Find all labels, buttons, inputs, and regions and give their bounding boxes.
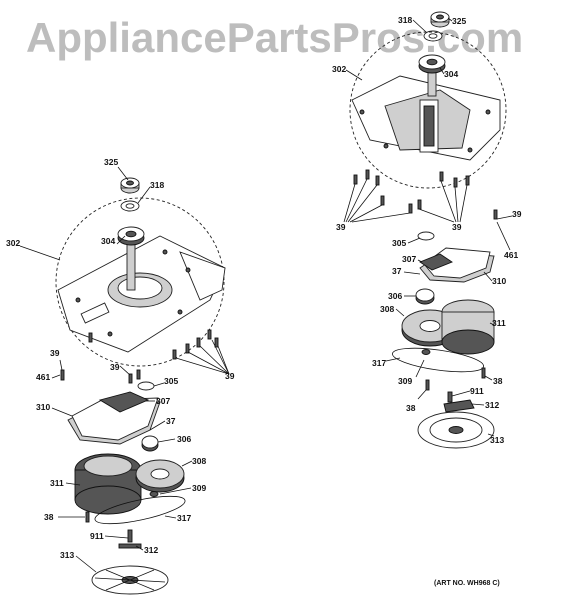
right-part-38-screw [425, 379, 430, 391]
callout-38: 38 [493, 376, 503, 386]
callout-312: 312 [144, 545, 158, 555]
callout-307: 307 [156, 396, 170, 406]
left-assembly [55, 177, 226, 595]
right-part-311-motor [441, 299, 495, 355]
callout-304: 304 [101, 236, 115, 246]
callout-461: 461 [504, 250, 518, 260]
right-callouts: 318 325 302 304 39 39 39 305 461 307 37 … [332, 15, 522, 445]
left-part-313-fan [91, 565, 169, 595]
left-part-312-bracket [118, 529, 142, 549]
callout-308: 308 [192, 456, 206, 466]
callout-39: 39 [110, 362, 120, 372]
left-part-305-clip [137, 381, 155, 391]
right-part-318-washer [423, 30, 443, 42]
left-part-38-screw [85, 511, 90, 523]
right-part-305-clip [417, 231, 435, 241]
callout-39: 39 [50, 348, 60, 358]
callout-310: 310 [492, 276, 506, 286]
callout-313: 313 [490, 435, 504, 445]
callout-318: 318 [150, 180, 164, 190]
callout-313: 313 [60, 550, 74, 560]
right-screws-39 [353, 169, 498, 220]
left-detail-circle-302 [55, 197, 225, 367]
callout-911: 911 [90, 531, 104, 541]
callout-37: 37 [392, 266, 402, 276]
left-part-461-screw [60, 369, 65, 381]
left-part-309 [149, 491, 159, 497]
right-part-306-pulley [415, 288, 435, 305]
callout-306: 306 [177, 434, 191, 444]
right-part-312-bracket [443, 391, 475, 413]
callout-38: 38 [406, 403, 416, 413]
left-part-304-bearing [117, 226, 145, 291]
left-callouts: 325 318 302 304 39 461 39 305 39 310 307… [6, 157, 235, 560]
callout-302: 302 [6, 238, 20, 248]
art-number-label: (ART NO. WH968 C) [434, 580, 500, 587]
callout-312: 312 [485, 400, 499, 410]
right-part-302-plate [351, 75, 501, 161]
left-part-306-pulley [141, 435, 159, 452]
callout-325: 325 [104, 157, 118, 167]
right-leader-lines [343, 17, 513, 437]
right-part-38-screw [481, 367, 486, 379]
right-part-313-fan [417, 411, 495, 449]
callout-311: 311 [50, 478, 64, 488]
right-part-304-bearing [418, 54, 446, 97]
callout-317: 317 [177, 513, 191, 523]
callout-39: 39 [452, 222, 462, 232]
callout-305: 305 [164, 376, 178, 386]
callout-39: 39 [512, 209, 522, 219]
left-leader-lines [19, 166, 230, 573]
left-part-318-washer [120, 200, 140, 212]
left-part-307-bracket [98, 391, 150, 413]
callout-307: 307 [402, 254, 416, 264]
callout-911: 911 [470, 386, 484, 396]
right-assembly [349, 11, 507, 449]
right-part-325-nut [430, 11, 450, 28]
left-part-308-pulley [135, 459, 185, 493]
right-detail-circle-302 [349, 31, 507, 189]
callout-317: 317 [372, 358, 386, 368]
callout-38: 38 [44, 512, 54, 522]
left-part-302-plate [57, 235, 226, 353]
left-screws-39 [88, 329, 219, 384]
callout-39: 39 [336, 222, 346, 232]
callout-305: 305 [392, 238, 406, 248]
callout-308: 308 [380, 304, 394, 314]
callout-309: 309 [192, 483, 206, 493]
left-part-310-cover [67, 397, 161, 445]
callout-311: 311 [492, 318, 506, 328]
callout-310: 310 [36, 402, 50, 412]
right-part-310-cover [419, 247, 495, 283]
right-part-307-bracket [419, 253, 453, 271]
callout-318: 318 [398, 15, 412, 25]
left-part-317-belt [94, 495, 186, 525]
callout-302: 302 [332, 64, 346, 74]
callout-306: 306 [388, 291, 402, 301]
callout-304: 304 [444, 69, 458, 79]
callout-325: 325 [452, 16, 466, 26]
left-part-311-motor [74, 453, 142, 515]
left-part-325-nut [120, 177, 140, 194]
right-part-309 [421, 349, 431, 355]
callout-309: 309 [398, 376, 412, 386]
callout-39: 39 [225, 371, 235, 381]
right-part-317-belt [392, 347, 484, 373]
callout-37: 37 [166, 416, 176, 426]
callout-461: 461 [36, 372, 50, 382]
